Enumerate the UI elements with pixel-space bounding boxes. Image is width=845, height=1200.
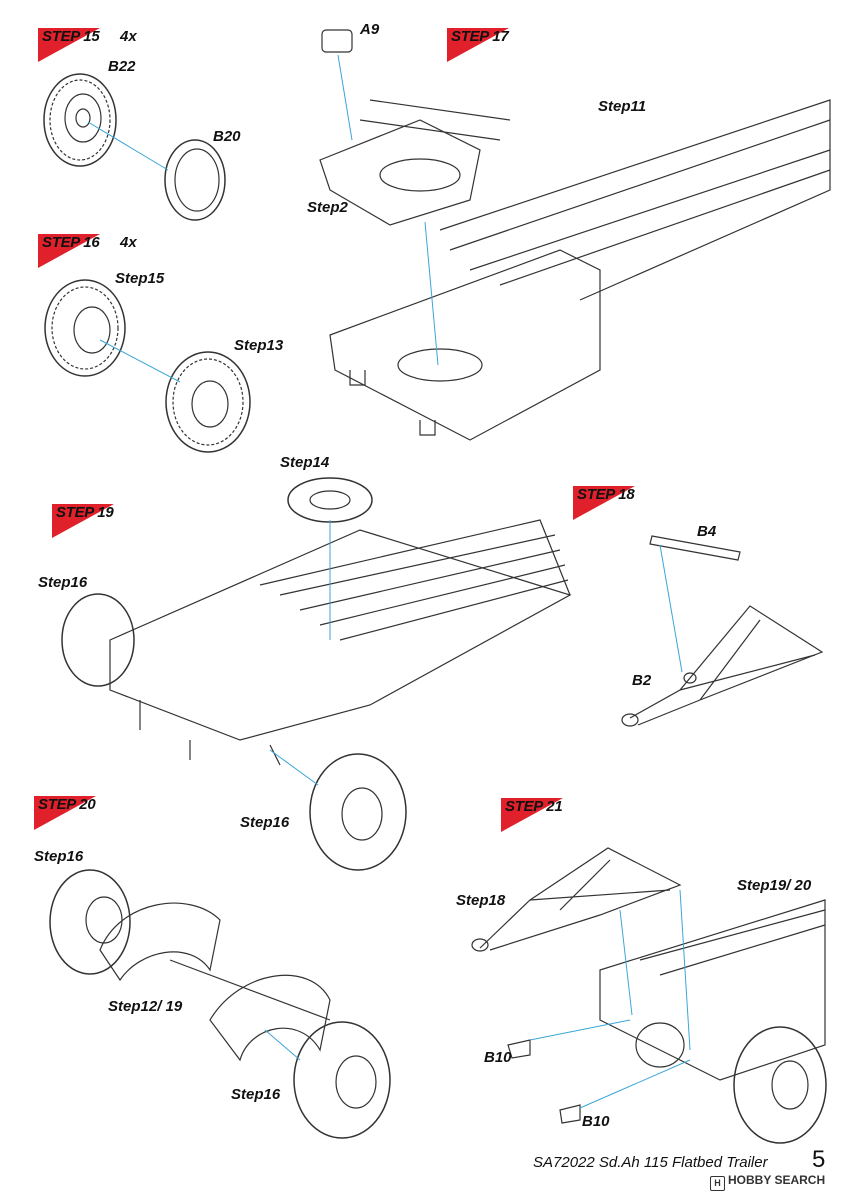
step-19-flag: STEP 19 (52, 504, 132, 540)
step17-trailer-drawing (319, 29, 831, 441)
step-15-label: STEP 15 (42, 28, 100, 45)
watermark-text: HOBBY SEARCH (728, 1173, 826, 1187)
callout-step16-c: Step16 (34, 848, 84, 865)
callout-step16-a: Step16 (38, 574, 88, 591)
callout-step13: Step13 (234, 337, 284, 354)
step-21-label: STEP 21 (505, 798, 563, 815)
hobby-search-icon: H (710, 1176, 725, 1191)
callout-b10-b: B10 (582, 1113, 610, 1130)
step16-wheels-drawing (44, 279, 251, 453)
callout-step18: Step18 (456, 892, 506, 909)
step-16-qty: 4x (120, 234, 137, 251)
callout-b10-a: B10 (484, 1049, 512, 1066)
callout-b2: B2 (632, 672, 652, 689)
step-flag-shape (38, 234, 100, 268)
callout-b4: B4 (697, 523, 717, 540)
step-17-label: STEP 17 (451, 28, 509, 45)
footer-title: SA72022 Sd.Ah 115 Flatbed Trailer (533, 1154, 768, 1171)
step-20-flag: STEP 20 (34, 796, 114, 832)
callout-step11: Step11 (598, 98, 647, 115)
step15-wheel-drawing (43, 73, 226, 221)
step-16-label: STEP 16 (42, 234, 100, 251)
leader-lines (87, 54, 691, 1109)
step18-drawbar-drawing (621, 535, 824, 727)
step-flag-shape (52, 504, 114, 538)
callout-step15: Step15 (115, 270, 165, 287)
callout-a9: A9 (360, 21, 380, 38)
step-18-flag: STEP 18 (573, 486, 653, 522)
step-21-flag: STEP 21 (501, 798, 581, 834)
callout-step19-20: Step19/ 20 (737, 877, 812, 894)
step20-fender-drawing (49, 869, 391, 1139)
step-20-label: STEP 20 (38, 796, 96, 813)
step-flag-shape (573, 486, 635, 520)
callout-step16-d: Step16 (231, 1086, 281, 1103)
step-15-qty: 4x (120, 28, 137, 45)
step19-trailer-drawing (61, 477, 572, 871)
step-flag-shape (38, 28, 100, 62)
step-flag-shape (501, 798, 563, 832)
callout-step16-b: Step16 (240, 814, 290, 831)
callout-step2: Step2 (307, 199, 348, 216)
callout-step14: Step14 (280, 454, 330, 471)
step-19-label: STEP 19 (56, 504, 114, 521)
step21-final-drawing (471, 847, 827, 1144)
callout-b22: B22 (108, 58, 136, 75)
step-flag-shape (34, 796, 96, 830)
callout-step12-19: Step12/ 19 (108, 998, 183, 1015)
callout-b20: B20 (213, 128, 241, 145)
step-16-flag: STEP 16 (38, 234, 118, 270)
step-flag-shape (447, 28, 509, 62)
step-18-label: STEP 18 (577, 486, 635, 503)
step-17-flag: STEP 17 (447, 28, 527, 64)
page-number: 5 (812, 1146, 826, 1173)
step-15-flag: STEP 15 (38, 28, 118, 64)
